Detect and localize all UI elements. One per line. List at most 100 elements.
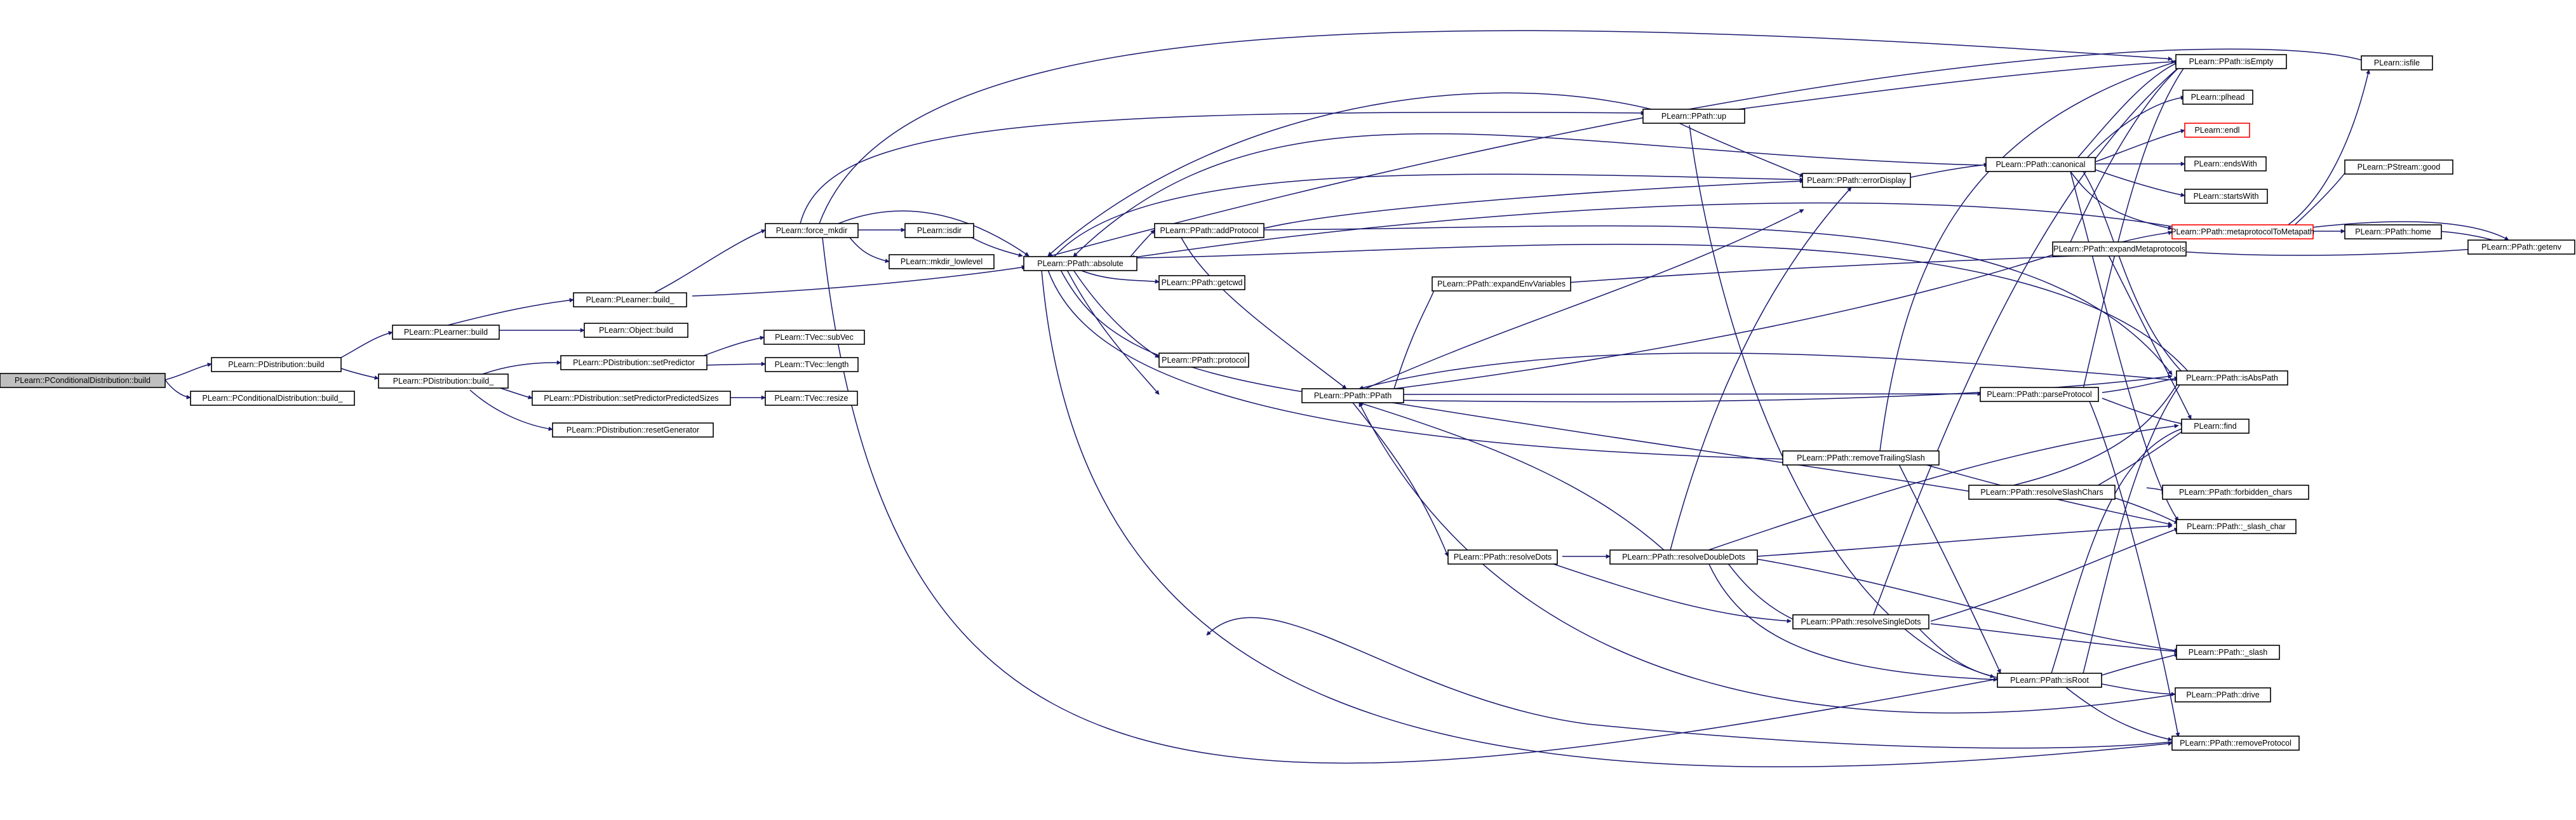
node-box[interactable] <box>1642 109 1745 124</box>
node-tvec-subvec[interactable]: PLearn::TVec::subVec <box>763 330 865 345</box>
node-box[interactable] <box>2184 123 2250 138</box>
node-box[interactable] <box>1968 485 2116 500</box>
node-ppath-ctor[interactable]: PLearn::PPath::PPath <box>1301 388 1404 403</box>
node-box[interactable] <box>1158 275 1245 290</box>
node-canonical[interactable]: PLearn::PPath::canonical <box>1985 157 2096 172</box>
node-box[interactable] <box>1023 256 1137 271</box>
node-box[interactable] <box>573 292 687 307</box>
node-box[interactable] <box>2361 55 2433 71</box>
node-endl[interactable]: PLearn::endl <box>2184 123 2250 138</box>
node-box[interactable] <box>1609 549 1758 565</box>
node-expand-meta[interactable]: PLearn::PPath::expandMetaprotocols <box>2052 241 2187 257</box>
node-box[interactable] <box>392 325 500 340</box>
node-box[interactable] <box>2175 687 2271 702</box>
node-box[interactable] <box>2344 159 2453 175</box>
node-error-display[interactable]: PLearn::PPath::errorDisplay <box>1802 173 1911 188</box>
node-box[interactable] <box>2176 645 2280 660</box>
node-drive[interactable]: PLearn::PPath::drive <box>2175 687 2271 702</box>
node-box[interactable] <box>1154 223 1265 238</box>
node-protocol[interactable]: PLearn::PPath::protocol <box>1158 353 1249 368</box>
node-box[interactable] <box>2171 736 2300 751</box>
node-box[interactable] <box>2052 241 2187 257</box>
node-box[interactable] <box>0 373 166 388</box>
node-box[interactable] <box>2184 189 2268 204</box>
node-box[interactable] <box>2344 224 2442 239</box>
node-resolve-slash[interactable]: PLearn::PPath::resolveSlashChars <box>1968 485 2116 500</box>
node-set-pred-sizes[interactable]: PLearn::PDistribution::setPredictorPredi… <box>532 391 731 406</box>
node-box[interactable] <box>552 422 714 438</box>
node-mkdir-lowlevel[interactable]: PLearn::mkdir_lowlevel <box>889 254 995 269</box>
node-object-build[interactable]: PLearn::Object::build <box>584 323 688 338</box>
node-plearner-build[interactable]: PLearn::PLearner::build <box>392 325 500 340</box>
node-box[interactable] <box>2176 519 2297 534</box>
node-meta-to-meta[interactable]: PLearn::PPath::metaprotocolToMetapath <box>2171 224 2314 239</box>
node-box[interactable] <box>2467 239 2575 255</box>
node-up[interactable]: PLearn::PPath::up <box>1642 109 1745 124</box>
node-box[interactable] <box>765 223 859 238</box>
node-starts-with[interactable]: PLearn::startsWith <box>2184 189 2268 204</box>
node-box[interactable] <box>2175 54 2287 69</box>
node-ends-with[interactable]: PLearn::endsWith <box>2184 156 2267 171</box>
node-find[interactable]: PLearn::find <box>2181 419 2250 434</box>
node-box[interactable] <box>1301 388 1404 403</box>
node-set-predictor[interactable]: PLearn::PDistribution::setPredictor <box>560 355 708 370</box>
node-box[interactable] <box>1802 173 1911 188</box>
node-box[interactable] <box>765 391 858 406</box>
node-pstream-good[interactable]: PLearn::PStream::good <box>2344 159 2453 175</box>
node-parse-protocol[interactable]: PLearn::PPath::parseProtocol <box>1980 387 2099 402</box>
node-root[interactable]: PLearn::PConditionalDistribution::build <box>0 373 166 388</box>
node-box[interactable] <box>904 223 974 238</box>
node-isfile[interactable]: PLearn::isfile <box>2361 55 2433 71</box>
node-box[interactable] <box>1447 549 1558 565</box>
node-box[interactable] <box>1985 157 2096 172</box>
node-absolute[interactable]: PLearn::PPath::absolute <box>1023 256 1137 271</box>
node-box[interactable] <box>560 355 708 370</box>
node-tvec-length[interactable]: PLearn::TVec::length <box>765 357 859 372</box>
node-box[interactable] <box>2176 370 2288 386</box>
node-is-abs-path[interactable]: PLearn::PPath::isAbsPath <box>2176 370 2288 386</box>
node-pcond-build-[interactable]: PLearn::PConditionalDistribution::build_ <box>190 391 355 406</box>
node-pdist-build[interactable]: PLearn::PDistribution::build <box>211 357 342 372</box>
node-getcwd[interactable]: PLearn::PPath::getcwd <box>1158 275 1245 290</box>
node-home[interactable]: PLearn::PPath::home <box>2344 224 2442 239</box>
node-add-protocol[interactable]: PLearn::PPath::addProtocol <box>1154 223 1265 238</box>
node-box[interactable] <box>2181 419 2250 434</box>
node-box[interactable] <box>1432 276 1571 292</box>
node-plearner-build-[interactable]: PLearn::PLearner::build_ <box>573 292 687 307</box>
node-box[interactable] <box>378 373 509 389</box>
node-slash-char[interactable]: PLearn::PPath::_slash_char <box>2176 519 2297 534</box>
node-box[interactable] <box>2171 224 2314 239</box>
node-box[interactable] <box>190 391 355 406</box>
node-is-empty[interactable]: PLearn::PPath::isEmpty <box>2175 54 2287 69</box>
node-box[interactable] <box>1792 614 1929 629</box>
node-expand-env[interactable]: PLearn::PPath::expandEnvVariables <box>1432 276 1571 292</box>
node-remove-trailing[interactable]: PLearn::PPath::removeTrailingSlash <box>1782 450 1940 466</box>
node-box[interactable] <box>2182 90 2253 105</box>
node-pdist-build-[interactable]: PLearn::PDistribution::build_ <box>378 373 509 389</box>
node-box[interactable] <box>763 330 865 345</box>
node-remove-protocol[interactable]: PLearn::PPath::removeProtocol <box>2171 736 2300 751</box>
node-box[interactable] <box>1782 450 1940 466</box>
node-resolve-single[interactable]: PLearn::PPath::resolveSingleDots <box>1792 614 1929 629</box>
node-force-mkdir[interactable]: PLearn::force_mkdir <box>765 223 859 238</box>
node-is-root[interactable]: PLearn::PPath::isRoot <box>1997 673 2102 688</box>
node-box[interactable] <box>1980 387 2099 402</box>
node-forbidden[interactable]: PLearn::PPath::forbidden_chars <box>2162 485 2309 500</box>
node-getenv[interactable]: PLearn::PPath::getenv <box>2467 239 2575 255</box>
node-plhead[interactable]: PLearn::plhead <box>2182 90 2253 105</box>
node-box[interactable] <box>2184 156 2267 171</box>
node-box[interactable] <box>532 391 731 406</box>
node-resolve-double[interactable]: PLearn::PPath::resolveDoubleDots <box>1609 549 1758 565</box>
node-box[interactable] <box>211 357 342 372</box>
node-box[interactable] <box>765 357 859 372</box>
node-resolve-dots[interactable]: PLearn::PPath::resolveDots <box>1447 549 1558 565</box>
node-box[interactable] <box>1158 353 1249 368</box>
node-reset-gen[interactable]: PLearn::PDistribution::resetGenerator <box>552 422 714 438</box>
node-box[interactable] <box>889 254 995 269</box>
node-tvec-resize[interactable]: PLearn::TVec::resize <box>765 391 858 406</box>
node-box[interactable] <box>584 323 688 338</box>
node-slash[interactable]: PLearn::PPath::_slash <box>2176 645 2280 660</box>
node-isdir[interactable]: PLearn::isdir <box>904 223 974 238</box>
node-box[interactable] <box>2162 485 2309 500</box>
node-box[interactable] <box>1997 673 2102 688</box>
